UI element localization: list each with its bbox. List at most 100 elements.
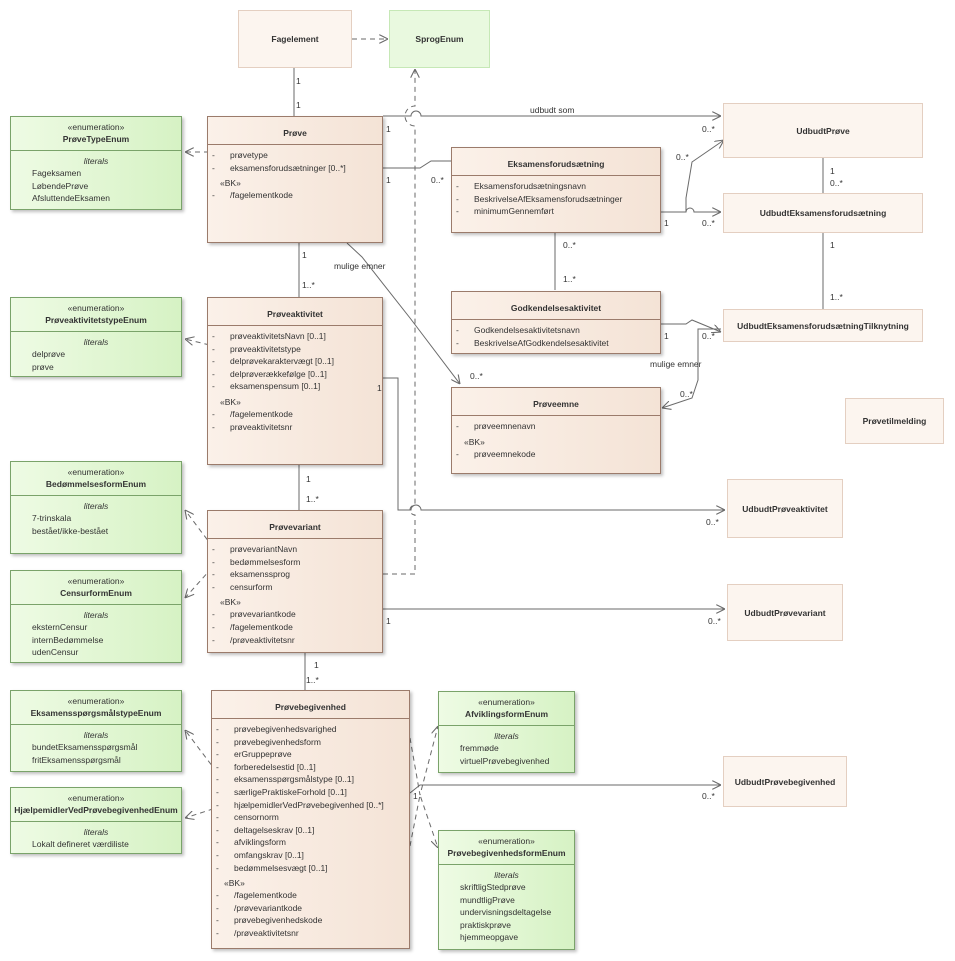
class-udbudtproveaktivitet[interactable]: UdbudtPrøveaktivitet <box>727 479 843 538</box>
link-eksamensforudsaetning-udbudtprove <box>661 140 724 213</box>
class-proveaktivitet[interactable]: Prøveaktivitet -prøveaktivitetsNavn [0..… <box>207 297 383 465</box>
class-eksamensforudsaetning[interactable]: Eksamensforudsætning -Eksamensforudsætni… <box>451 147 661 233</box>
attribute: -delprøverækkefølge [0..1] <box>212 368 327 379</box>
enum-afviklingsformenum-name: AfviklingsformEnum <box>464 709 549 719</box>
class-sprogenum[interactable]: SprogEnum <box>389 10 490 68</box>
enum-bedommelsesformenum-name: BedømmelsesformEnum <box>45 479 147 489</box>
enum-stereotype: «enumeration» <box>67 793 125 803</box>
multiplicity-label: 1 <box>296 100 301 110</box>
multiplicity-label: 0..* <box>676 152 689 162</box>
enum-literal: prøve <box>32 361 54 372</box>
class-proveemne-name: Prøveemne <box>533 399 579 409</box>
attribute: -BeskrivelseAfGodkendelsesaktivitet <box>456 337 609 348</box>
enum-hjaelpemidlerenum[interactable]: «enumeration» HjælpemidlerVedPrøvebegive… <box>10 787 182 854</box>
attribute: -censurform <box>212 581 273 592</box>
attribute: -prøvevariantNavn <box>212 544 298 554</box>
enum-provebegivenhedsformenum-name: PrøvebegivenhedsformEnum <box>447 848 566 858</box>
multiplicity-label: 1 <box>296 76 301 86</box>
enum-eksamensspoergsmaalstypeenum[interactable]: «enumeration» EksamensspørgsmålstypeEnum… <box>10 690 182 772</box>
attribute: -prøvetype <box>212 150 268 160</box>
enum-bedommelsesformenum[interactable]: «enumeration» BedømmelsesformEnum litera… <box>10 461 182 554</box>
multiplicity-label: 0..* <box>830 178 843 188</box>
enum-proveaktivitetstypeenum-name: PrøveaktivitetstypeEnum <box>45 315 147 325</box>
attribute: -eksamenssprog <box>212 569 291 580</box>
class-prove-name: Prøve <box>283 128 307 138</box>
enum-literal: skriftligStedprøve <box>460 882 526 892</box>
class-udbudtprovevariant[interactable]: UdbudtPrøvevariant <box>727 584 843 641</box>
enum-provebegivenhedsformenum[interactable]: «enumeration» PrøvebegivenhedsformEnum l… <box>438 830 575 950</box>
class-sprogenum-name: SprogEnum <box>415 34 464 44</box>
attribute: -særligePraktiskeForhold [0..1] <box>216 786 347 797</box>
enum-provetypeenum[interactable]: «enumeration» PrøveTypeEnum literals Fag… <box>10 116 182 210</box>
enum-literal: internBedømmelse <box>32 634 104 645</box>
enum-literal: virtuelPrøvebegivenhed <box>460 755 550 766</box>
enum-literal: bundetEksamensspørgsmål <box>32 742 138 752</box>
enum-literal: mundtligPrøve <box>460 894 515 905</box>
attribute: -prøvebegivenhedsform <box>216 736 321 747</box>
class-provebegivenhed[interactable]: Prøvebegivenhed -prøvebegivenhedsvarighe… <box>211 690 410 949</box>
attribute: -prøveemnekode <box>456 448 536 459</box>
attribute: -prøveaktivitetsnr <box>212 421 293 432</box>
class-godkendelsesaktivitet[interactable]: Godkendelsesaktivitet -Godkendelsesaktiv… <box>451 291 661 354</box>
bk-stereotype: «BK» <box>224 878 245 889</box>
literals-heading: literals <box>83 827 109 837</box>
enum-censurformenum-name: CensurformEnum <box>60 588 132 598</box>
class-fagelement[interactable]: Fagelement <box>238 10 352 68</box>
enum-stereotype: «enumeration» <box>67 576 125 586</box>
multiplicity-label: 1 <box>314 660 319 670</box>
enum-proveaktivitetstypeenum[interactable]: «enumeration» PrøveaktivitetstypeEnum li… <box>10 297 182 377</box>
class-prove[interactable]: Prøve -prøvetype -eksamensforudsætninger… <box>207 116 383 243</box>
attribute: -delprøvekaraktervægt [0..1] <box>212 356 334 367</box>
multiplicity-label: 0..* <box>702 218 715 228</box>
attribute: -prøvebegivenhedskode <box>216 915 323 926</box>
multiplicity-label: 0..* <box>706 517 719 527</box>
link-eksamensforudsaetning-udbudteks <box>661 208 721 212</box>
enum-hjaelpemidlerenum-name: HjælpemidlerVedPrøvebegivenhedEnum <box>14 805 178 815</box>
bk-stereotype: «BK» <box>220 178 241 189</box>
class-udbudtprove[interactable]: UdbudtPrøve <box>723 103 923 158</box>
class-proveemne[interactable]: Prøveemne -prøveemnenavn «BK» -prøveemne… <box>451 387 661 474</box>
class-provebegivenhed-name: Prøvebegivenhed <box>275 702 346 712</box>
enum-afviklingsformenum[interactable]: «enumeration» AfviklingsformEnum literal… <box>438 691 575 773</box>
bk-stereotype: «BK» <box>220 396 241 407</box>
role-label: mulige emner <box>334 261 386 271</box>
enum-literal: LøbendePrøve <box>32 180 89 191</box>
class-udbudteksamensforudsaetningtilknytning[interactable]: UdbudtEksamensforudsætningTilknytning <box>723 309 923 342</box>
attribute: -/fagelementkode <box>216 890 297 901</box>
enum-literal: praktiskprøve <box>460 919 512 930</box>
class-udbudtprovebegivenhed[interactable]: UdbudtPrøvebegivenhed <box>723 756 847 807</box>
attribute: -omfangskrav [0..1] <box>216 849 304 860</box>
multiplicity-label: 1 <box>830 166 835 176</box>
attribute: -/fagelementkode <box>212 408 293 419</box>
enum-literal: hjemmeopgave <box>460 932 519 942</box>
class-udbudtprovevariant-name: UdbudtPrøvevariant <box>744 607 826 618</box>
multiplicity-label: 1..* <box>830 292 843 302</box>
class-udbudteksamensforudsaetning-name: UdbudtEksamensforudsætning <box>759 208 887 218</box>
class-provevariant-name: Prøvevariant <box>269 522 321 532</box>
enum-literal: eksternCensur <box>32 622 88 632</box>
enum-literal: AfsluttendeEksamen <box>32 193 110 203</box>
class-udbudteksamensforudsaetning[interactable]: UdbudtEksamensforudsætning <box>723 193 923 233</box>
attribute: -/fagelementkode <box>212 190 293 201</box>
multiplicity-label: 1 <box>664 331 669 341</box>
multiplicity-label: 0..* <box>563 240 576 250</box>
multiplicity-label: 1 <box>386 616 391 626</box>
multiplicity-label: 1 <box>306 474 311 484</box>
attribute: -eksamenspensum [0..1] <box>212 381 321 392</box>
class-provetilmelding[interactable]: Prøvetilmelding <box>845 398 944 444</box>
attribute: -/prøvevariantkode <box>216 902 303 913</box>
multiplicity-label: 0..* <box>702 331 715 341</box>
attribute: -prøveaktivitetstype <box>212 343 301 354</box>
multiplicity-label: 1..* <box>306 675 319 685</box>
attribute: -Godkendelsesaktivitetsnavn <box>456 325 580 335</box>
class-provevariant[interactable]: Prøvevariant -prøvevariantNavn -bedømmel… <box>207 510 383 653</box>
multiplicity-label: 1 <box>386 175 391 185</box>
enum-eksamensspoergsmaalstypeenum-name: EksamensspørgsmålstypeEnum <box>30 708 162 718</box>
enum-censurformenum[interactable]: «enumeration» CensurformEnum literals ek… <box>10 570 182 663</box>
bk-stereotype: «BK» <box>220 597 241 608</box>
multiplicity-label: 1..* <box>563 274 576 284</box>
attribute: -eksamensspørgsmålstype [0..1] <box>216 774 354 785</box>
attribute: -bedømmelsesvægt [0..1] <box>216 862 328 873</box>
enum-stereotype: «enumeration» <box>478 836 535 846</box>
enum-literal: udenCensur <box>32 647 79 657</box>
